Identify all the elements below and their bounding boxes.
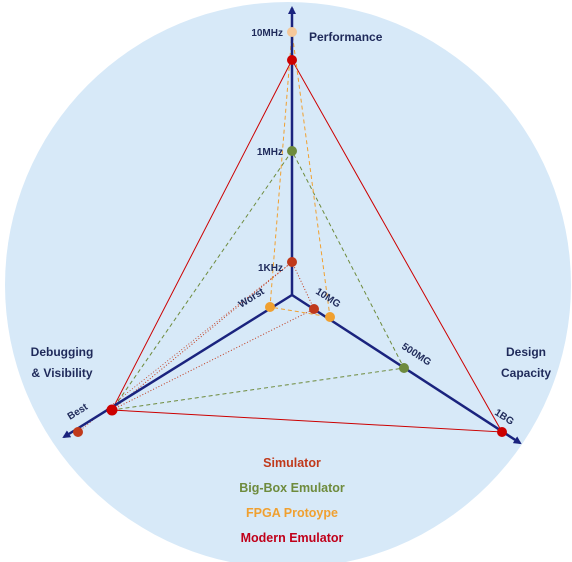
simulator-outline bbox=[111, 261, 315, 411]
debug-title-line2: & Visibility bbox=[31, 366, 92, 380]
big-box-capacity-point bbox=[399, 363, 409, 373]
modern-capacity-point bbox=[497, 427, 507, 437]
legend-simulator: Simulator bbox=[263, 456, 321, 470]
modern-debug-point bbox=[106, 404, 118, 416]
background-circle bbox=[5, 2, 571, 562]
modern-emulator-outline bbox=[111, 58, 503, 433]
simulator-performance-point bbox=[287, 257, 297, 267]
fpga-capacity-point bbox=[325, 312, 335, 322]
debug-title-line1: Debugging bbox=[31, 345, 94, 359]
debug-axis bbox=[62, 293, 293, 439]
big-box-performance-point bbox=[287, 146, 297, 156]
legend-fpga: FPGA Protoype bbox=[246, 506, 338, 520]
tick-10mhz: 10MHz bbox=[251, 28, 283, 39]
capacity-title-line1: Design bbox=[506, 345, 546, 359]
modern-performance-point bbox=[287, 55, 297, 65]
simulator-capacity-point bbox=[309, 304, 319, 314]
tick-1khz: 1KHz bbox=[258, 263, 283, 274]
simulator-link bbox=[77, 261, 293, 433]
simulator-debug-point bbox=[73, 427, 83, 437]
fpga-performance-point bbox=[287, 27, 297, 37]
legend-modern: Modern Emulator bbox=[241, 531, 344, 545]
tick-1mhz: 1MHz bbox=[257, 147, 283, 158]
performance-title: Performance bbox=[309, 30, 383, 44]
big-box-outline bbox=[110, 150, 405, 411]
fpga-debug-point bbox=[265, 302, 275, 312]
legend-big-box: Big-Box Emulator bbox=[239, 481, 345, 495]
capacity-title-line2: Capacity bbox=[501, 366, 551, 380]
